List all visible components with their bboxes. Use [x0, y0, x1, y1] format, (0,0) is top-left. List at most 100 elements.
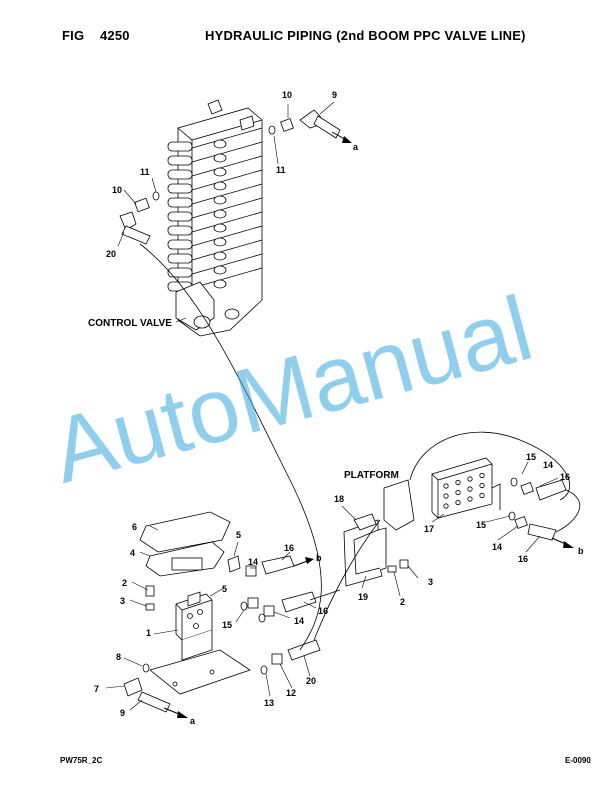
- valve-section-line: [191, 169, 263, 191]
- part-number-label: 10: [282, 90, 292, 100]
- valve-section-line: [191, 211, 263, 233]
- valve-port: [213, 195, 227, 205]
- platform-manifold-block: [383, 457, 501, 531]
- part-number-label: 17: [424, 524, 434, 534]
- valve-spool-cap: [167, 211, 193, 222]
- part-number-label: 11: [140, 167, 150, 177]
- valve-port: [213, 265, 227, 275]
- manifold-port: [479, 482, 485, 489]
- part-number-label: 14: [294, 616, 304, 626]
- part-number-label: 14: [248, 557, 258, 567]
- manifold-port: [443, 493, 449, 499]
- part-number-label: 18: [334, 494, 344, 504]
- platform-label: PLATFORM: [344, 470, 399, 481]
- manifold-port: [479, 472, 485, 479]
- pedal-covers: [139, 511, 241, 577]
- part-number-label: 15: [526, 452, 536, 462]
- part-number-label: 2: [122, 578, 127, 588]
- manifold-port: [443, 483, 449, 489]
- arrow-a-bottom: [163, 707, 188, 718]
- valve-port: [213, 251, 227, 261]
- valve-spool-cap: [167, 169, 193, 180]
- valve-spool-cap: [167, 253, 193, 264]
- valve-section-line: [191, 267, 263, 289]
- valve-port: [213, 153, 227, 163]
- valve-section-line: [191, 197, 263, 219]
- valve-spool-cap: [167, 225, 193, 236]
- ppc-valve-body: [145, 585, 251, 695]
- ppc-valve-fittings: [123, 555, 321, 713]
- valve-spool-cap: [167, 197, 193, 208]
- valve-spool-cap: [167, 267, 193, 278]
- part-number-label: 12: [286, 688, 296, 698]
- manifold-port: [455, 489, 461, 496]
- top-elbow-fitting: [268, 109, 341, 139]
- figure-number: 4250: [100, 28, 130, 43]
- part-number-label: 14: [543, 460, 553, 470]
- part-number-label: 9: [120, 708, 125, 718]
- part-number-label: 15: [222, 620, 232, 630]
- part-number-label: 15: [476, 520, 486, 530]
- manifold-port: [455, 499, 461, 506]
- arrow-a-top: [331, 131, 352, 143]
- page-code: E-0090: [565, 756, 591, 765]
- part-number-label: 16: [518, 554, 528, 564]
- part-number-label: 19: [358, 592, 368, 602]
- part-number-label: 3: [428, 577, 433, 587]
- arrow-b-mid: [293, 557, 314, 567]
- valve-section-line: [191, 239, 263, 261]
- left-valve-fittings: [119, 191, 160, 245]
- manifold-port: [443, 503, 449, 509]
- valve-section-line: [191, 155, 263, 177]
- platform-right-fittings: [508, 477, 567, 541]
- part-number-label: 20: [306, 676, 316, 686]
- part-number-label: 1: [146, 628, 151, 638]
- valve-port: [213, 237, 227, 247]
- control-valve-assembly: [167, 99, 263, 337]
- part-number-label: 16: [560, 472, 570, 482]
- valve-spool-cap: [167, 141, 193, 152]
- manifold-port: [467, 496, 473, 502]
- part-number-label: 4: [130, 548, 135, 558]
- manifold-port: [467, 486, 473, 492]
- part-number-label: 13: [264, 698, 274, 708]
- valve-section-line: [191, 141, 263, 163]
- part-number-label: 16: [284, 543, 294, 553]
- valve-section-line: [191, 183, 263, 205]
- valve-port: [213, 181, 227, 191]
- hose-routing-lines: [139, 243, 581, 651]
- valve-port: [213, 209, 227, 219]
- valve-port: [213, 223, 227, 233]
- valve-port: [213, 167, 227, 177]
- control-valve-label: CONTROL VALVE: [88, 318, 172, 329]
- leader-lines: [105, 101, 559, 711]
- figure-label: FIG: [62, 28, 85, 43]
- part-number-label: a: [353, 142, 359, 152]
- part-number-label: b: [316, 553, 322, 563]
- manifold-port: [455, 479, 461, 486]
- valve-port: [213, 279, 227, 289]
- manifold-port: [467, 476, 473, 482]
- arrow-b-right: [551, 537, 574, 548]
- part-number-label: 7: [94, 684, 99, 694]
- part-number-label: 5: [236, 530, 241, 540]
- part-number-label: 20: [106, 249, 116, 259]
- figure-title: HYDRAULIC PIPING (2nd BOOM PPC VALVE LIN…: [205, 28, 526, 43]
- valve-port: [213, 139, 227, 149]
- part-number-label: b: [578, 546, 584, 556]
- part-number-label: 11: [276, 165, 286, 175]
- part-number-label: 6: [132, 522, 137, 532]
- part-number-label: 5: [222, 584, 227, 594]
- part-number-label: 9: [332, 90, 337, 100]
- valve-section-line: [191, 127, 263, 149]
- valve-spool-cap: [167, 183, 193, 194]
- part-number-label: 3: [120, 596, 125, 606]
- valve-section-line: [191, 225, 263, 247]
- part-number-label: 14: [492, 542, 502, 552]
- part-number-label: 2: [400, 597, 405, 607]
- valve-spool-cap: [167, 155, 193, 166]
- valve-spool-cap: [167, 239, 193, 250]
- part-number-label: a: [190, 716, 196, 726]
- part-number-label: 10: [112, 185, 122, 195]
